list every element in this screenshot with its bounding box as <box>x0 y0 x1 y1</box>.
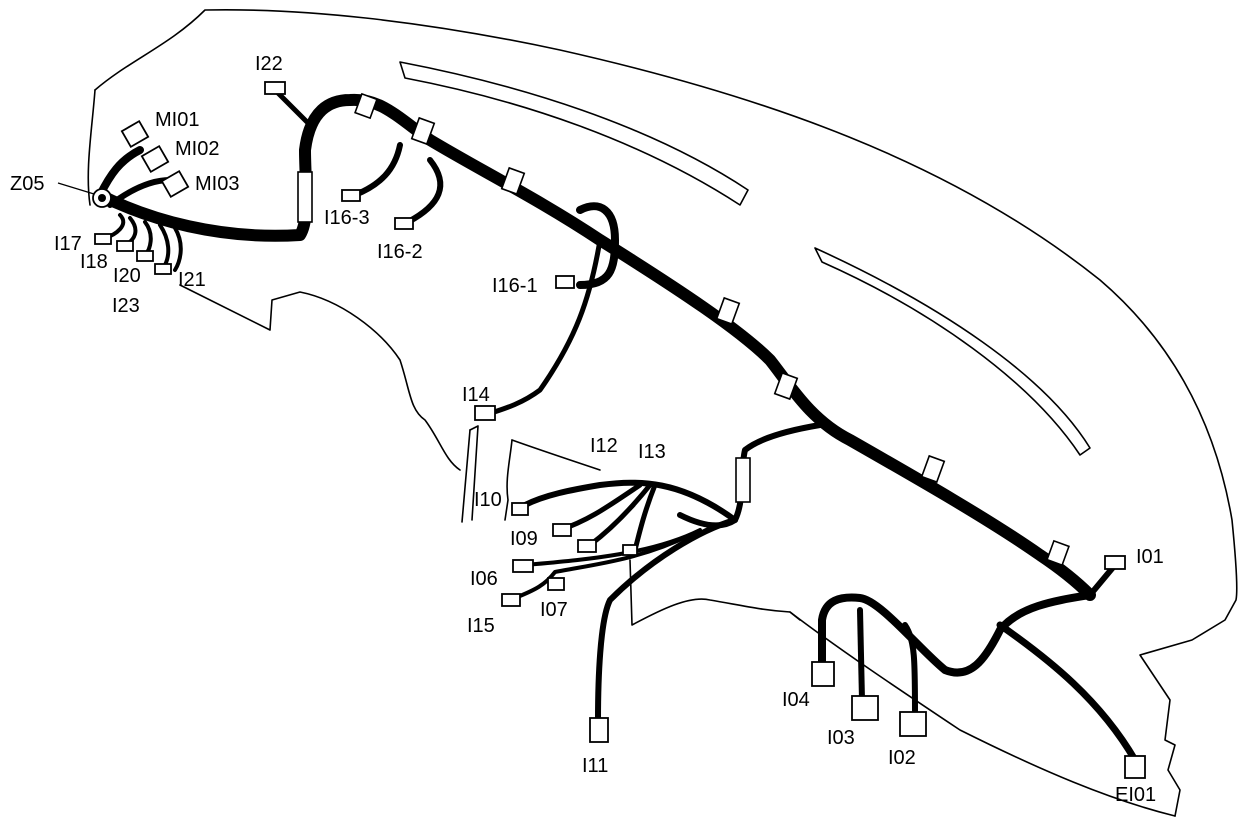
label-i01: I01 <box>1136 546 1164 568</box>
connector-i15 <box>501 593 521 607</box>
connector-i01 <box>1104 555 1126 570</box>
label-mi02: MI02 <box>175 138 219 160</box>
label-i09: I09 <box>510 528 538 550</box>
label-i16-2: I16-2 <box>377 241 423 263</box>
clip <box>735 457 751 503</box>
clip <box>773 371 799 401</box>
connector-i09 <box>552 523 572 537</box>
label-mi03: MI03 <box>195 173 239 195</box>
label-i06: I06 <box>470 568 498 590</box>
label-i12: I12 <box>590 435 618 457</box>
connector-i18 <box>116 240 134 252</box>
label-i21: I21 <box>178 269 206 291</box>
clip <box>1046 539 1070 567</box>
connector-mi03 <box>160 169 190 199</box>
connector-mi02 <box>140 144 170 174</box>
label-i10: I10 <box>474 489 502 511</box>
clip <box>920 454 946 484</box>
dashboard-outline <box>87 9 1238 817</box>
connector-i16-3 <box>341 189 361 202</box>
connector-i20 <box>136 250 154 262</box>
labels: I22 MI01 MI02 MI03 Z05 I17 I18 I20 I21 I… <box>10 53 1164 806</box>
connector-i17 <box>94 233 112 245</box>
connector-i13 <box>622 544 638 556</box>
connector-i14 <box>474 405 496 421</box>
label-i20: I20 <box>113 265 141 287</box>
connectors <box>94 81 1146 779</box>
z05-leader <box>57 182 95 195</box>
label-z05: Z05 <box>10 173 44 195</box>
connector-i07 <box>547 577 565 591</box>
connector-mi01 <box>120 119 150 149</box>
connector-i02 <box>899 711 927 737</box>
label-i23: I23 <box>112 295 140 317</box>
connector-i03 <box>851 695 879 721</box>
clip <box>297 171 313 223</box>
label-i04: I04 <box>782 689 810 711</box>
mounting-clips <box>92 92 1070 567</box>
connector-i04 <box>811 661 835 687</box>
label-i18: I18 <box>80 251 108 273</box>
connector-i16-2 <box>394 217 414 230</box>
connector-i12 <box>577 539 597 553</box>
harness-trunk <box>94 87 1139 764</box>
connector-i22 <box>264 81 286 95</box>
label-i03: I03 <box>827 727 855 749</box>
connector-i06 <box>512 559 534 573</box>
label-mi01: MI01 <box>155 109 199 131</box>
label-i16-3: I16-3 <box>324 207 370 229</box>
label-i13: I13 <box>638 441 666 463</box>
clip <box>354 92 378 120</box>
connector-i16-1 <box>555 275 575 289</box>
label-i17: I17 <box>54 233 82 255</box>
label-i22: I22 <box>255 53 283 75</box>
label-ei01: EI01 <box>1115 784 1156 806</box>
label-i07: I07 <box>540 599 568 621</box>
label-i02: I02 <box>888 747 916 769</box>
label-i15: I15 <box>467 615 495 637</box>
label-i16-1: I16-1 <box>492 275 538 297</box>
clip <box>715 296 741 326</box>
connector-i11 <box>589 717 609 743</box>
connector-ei01 <box>1124 755 1146 779</box>
label-i11: I11 <box>582 755 608 777</box>
connector-i10 <box>511 502 529 516</box>
connector-i21 <box>154 263 172 275</box>
z05-grommet-center <box>98 194 106 202</box>
label-i14: I14 <box>462 384 490 406</box>
clip <box>500 166 526 196</box>
clip <box>410 116 436 146</box>
